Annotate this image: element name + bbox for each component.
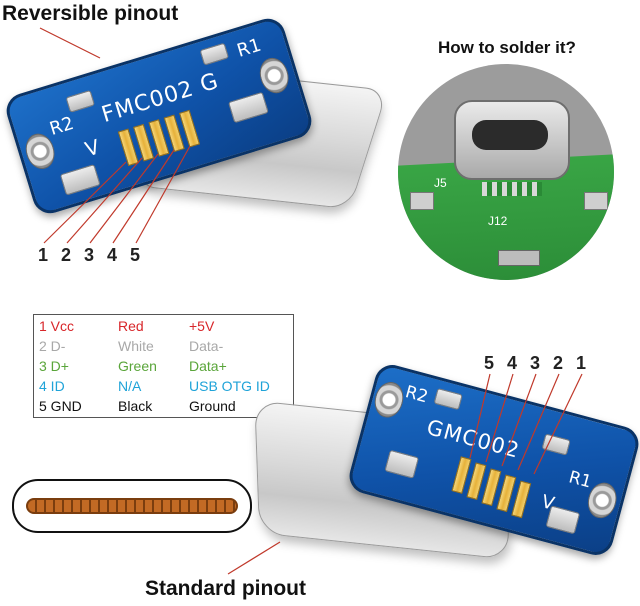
wire-color: N/A — [118, 378, 142, 394]
solder-pad — [584, 192, 608, 210]
pin-row: 5 GND Black Ground — [34, 397, 293, 417]
smd-pad — [541, 433, 571, 456]
pin-row: 1 Vcc Red +5V — [34, 317, 293, 337]
pin-label: 2 D- — [39, 338, 66, 354]
pin-label: 1 Vcc — [39, 318, 75, 334]
copper-conductors — [26, 498, 238, 514]
reversible-pinout-heading: Reversible pinout — [2, 2, 179, 25]
top-pin-number-1: 1 — [38, 245, 49, 265]
bottom-pin-number-3: 3 — [530, 353, 541, 373]
top-pin-number-5: 5 — [130, 245, 141, 265]
bottom-pin-number-5: 5 — [484, 353, 495, 373]
signal-name: Ground — [189, 398, 236, 414]
wire-color: Red — [118, 318, 144, 334]
solder-pad — [498, 250, 540, 266]
smd-pad — [384, 449, 420, 479]
smd-pad — [65, 89, 96, 113]
board-marking: GMC002 — [424, 415, 523, 463]
mounting-hole-right — [255, 54, 293, 97]
smd-pad — [199, 42, 230, 66]
gold-pad-1 — [511, 480, 532, 519]
smd-pad — [59, 164, 101, 196]
top-pin-number-4: 4 — [107, 245, 118, 265]
wire-color: Green — [118, 358, 157, 374]
board-marking: FMC002 G — [98, 68, 222, 128]
wire-color: White — [118, 338, 154, 354]
pin-label: 3 D+ — [39, 358, 69, 374]
signal-name: Data- — [189, 338, 224, 354]
receptacle-pins — [482, 182, 542, 196]
pin-row: 2 D- White Data- — [34, 337, 293, 357]
usb-c-cable-cross-section-icon — [12, 479, 252, 533]
r1-label: R1 — [566, 467, 594, 493]
r2-label: R2 — [47, 112, 77, 140]
signal-name: Data+ — [189, 358, 227, 374]
bottom-pin-number-4: 4 — [507, 353, 518, 373]
smd-pad — [227, 91, 269, 124]
top-pin-number-2: 2 — [61, 245, 72, 265]
j5-label: J5 — [434, 176, 447, 190]
signal-name: USB OTG ID — [189, 378, 270, 394]
standard-pinout-heading: Standard pinout — [145, 577, 306, 600]
bottom-pin-number-1: 1 — [576, 353, 587, 373]
pin-label: 4 ID — [39, 378, 65, 394]
j12-label: J12 — [488, 214, 508, 228]
how-to-solder-heading: How to solder it? — [438, 38, 576, 57]
mounting-hole-left — [370, 378, 408, 421]
receptacle-opening — [472, 120, 548, 150]
solder-pad — [410, 192, 434, 210]
signal-name: +5V — [189, 318, 215, 334]
v-label: V — [82, 134, 103, 162]
solder-example-photo: J5 J12 — [398, 64, 614, 280]
pin-row: 4 ID N/A USB OTG ID — [34, 377, 293, 397]
reversible-connector-image: FMC002 G R2 R1 V — [0, 0, 388, 260]
smd-pad — [433, 387, 463, 411]
wire-color: Black — [118, 398, 153, 414]
r1-label: R1 — [234, 34, 264, 62]
bottom-pin-number-2: 2 — [553, 353, 564, 373]
r2-label: R2 — [403, 382, 431, 408]
standard-connector-image: GMC002 R2 R1 V — [250, 350, 640, 600]
pin-label: 5 GND — [39, 398, 82, 414]
pin-row: 3 D+ Green Data+ — [34, 357, 293, 377]
top-pin-number-3: 3 — [84, 245, 95, 265]
pin-table: 1 Vcc Red +5V 2 D- White Data- 3 D+ Gree… — [33, 314, 294, 418]
